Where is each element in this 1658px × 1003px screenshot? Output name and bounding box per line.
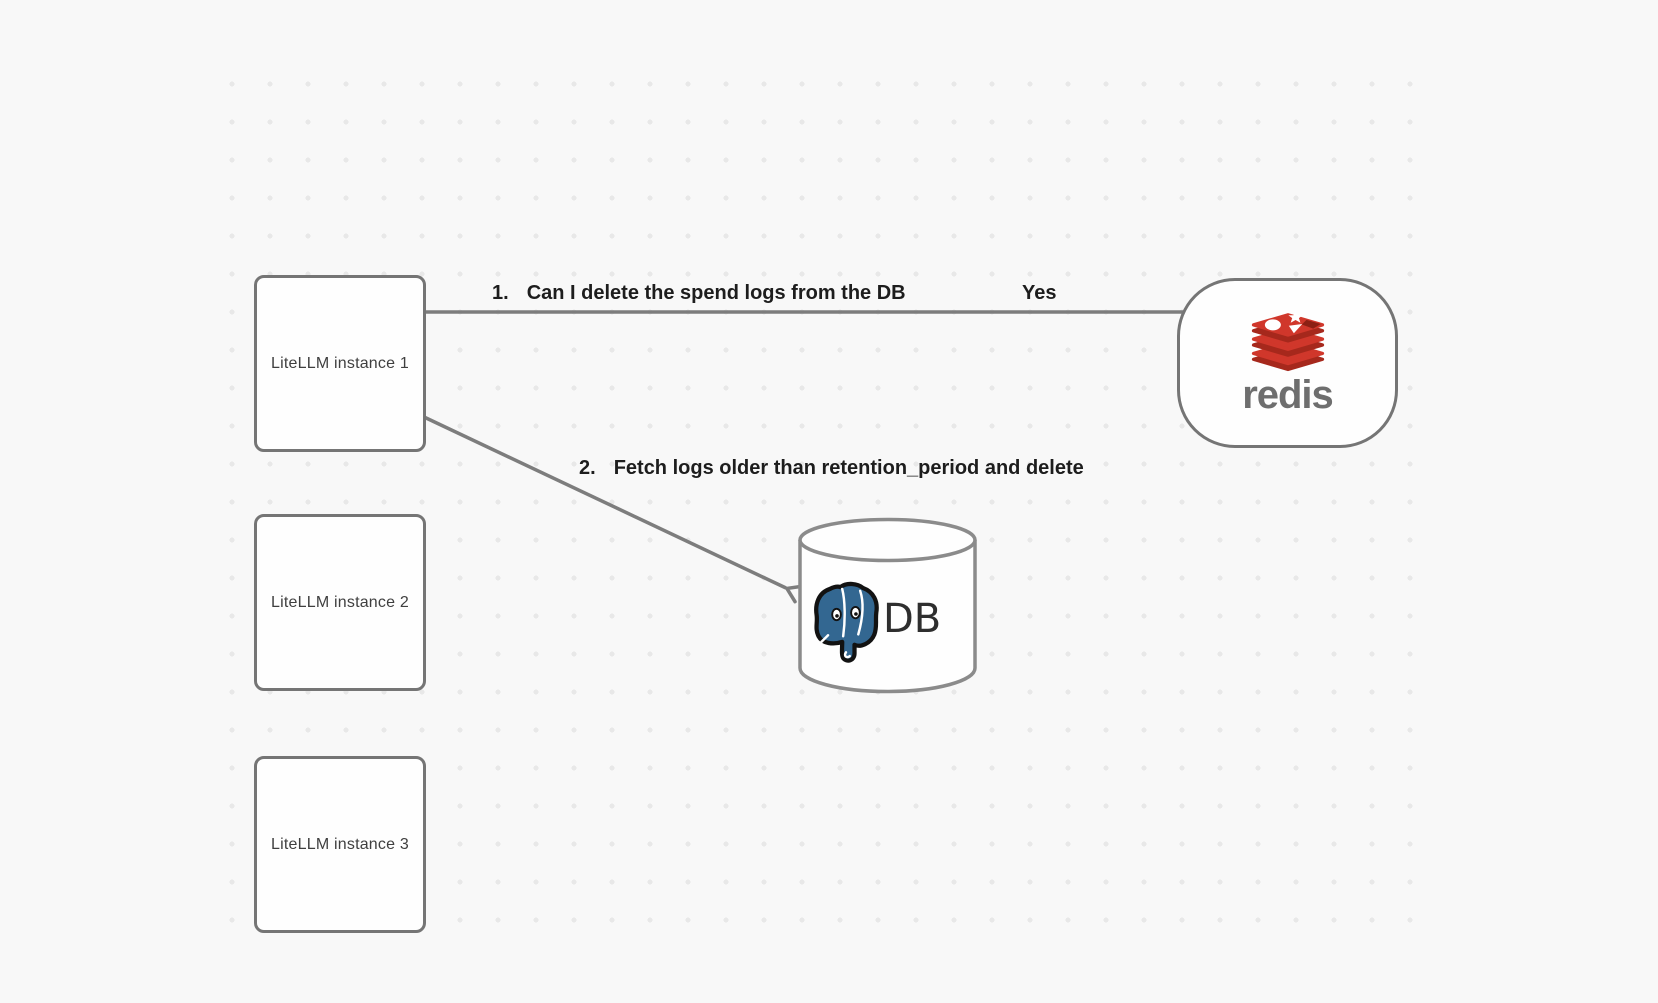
node-litellm-instance-3[interactable]: LiteLLM instance 3 [254, 756, 426, 933]
redis-wordmark: redis [1242, 373, 1334, 417]
edge-label-fetch-logs: 2. Fetch logs older than retention_period… [579, 456, 1084, 480]
node-redis[interactable]: redis [1177, 278, 1398, 448]
node-database[interactable]: DB [797, 517, 978, 694]
node-litellm-instance-2[interactable]: LiteLLM instance 2 [254, 514, 426, 691]
edge-label-delete-spend-logs: 1. Can I delete the spend logs from the D… [492, 281, 1112, 305]
node-label: LiteLLM instance 3 [271, 835, 409, 853]
edge-number: 1. [492, 282, 509, 304]
edge-text: Fetch logs older than retention_period a… [613, 457, 1084, 479]
edge-response-yes: Yes [1022, 282, 1057, 304]
postgresql-elephant-icon [814, 581, 879, 663]
node-litellm-instance-1[interactable]: LiteLLM instance 1 [254, 275, 426, 452]
redis-logo-icon [1251, 310, 1324, 372]
edge-text: Can I delete the spend logs from the DB [526, 282, 906, 304]
node-label: LiteLLM instance 2 [271, 593, 409, 611]
edge-number: 2. [579, 457, 596, 479]
db-label: DB [883, 596, 942, 642]
node-label: LiteLLM instance 1 [271, 354, 409, 372]
arrow-instance1-db [405, 401, 805, 604]
